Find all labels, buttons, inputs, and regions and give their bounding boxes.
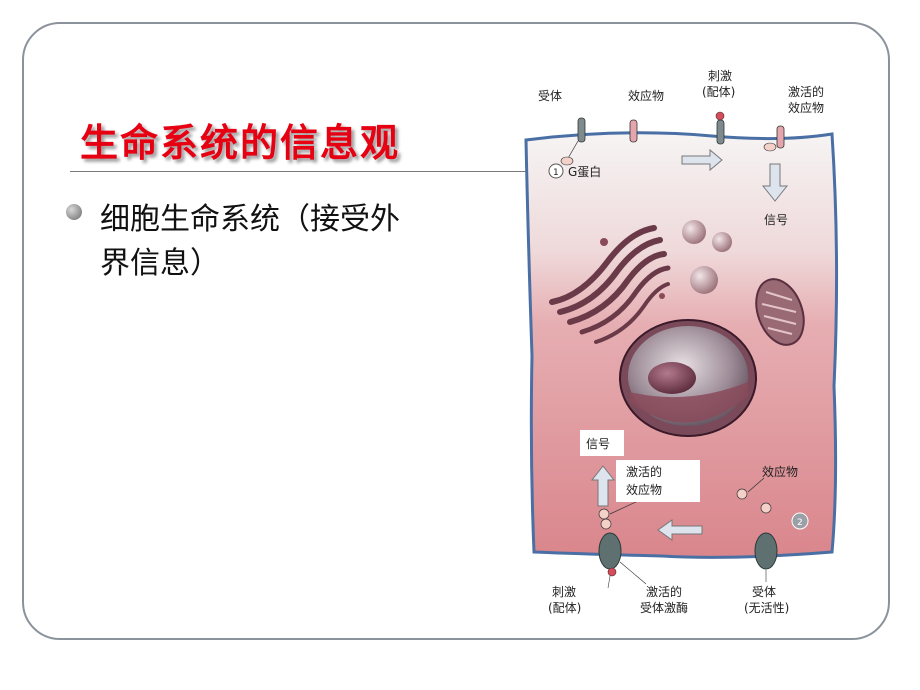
bullet-dot-icon xyxy=(66,204,82,220)
effector-top-shape xyxy=(629,119,638,143)
label-effector-mid: 效应物 xyxy=(762,464,798,479)
step1-number: 1 xyxy=(553,168,559,178)
step1-marker xyxy=(548,163,564,179)
label-g-protein: G蛋白 xyxy=(568,164,601,179)
golgi-apparatus xyxy=(549,225,671,344)
label-activated-effector-mid-1: 激活的 xyxy=(626,464,662,479)
label-signal-bottom: 信号 xyxy=(586,437,610,451)
label-stimulus-bottom-2: (配体) xyxy=(548,601,581,615)
label-signal-top: 信号 xyxy=(764,213,788,227)
diagram-svg: 1 xyxy=(524,69,839,615)
arrow-right-icon xyxy=(681,148,723,172)
label-activated-effector-top-2: 效应物 xyxy=(788,100,824,115)
mitochondrion xyxy=(755,278,805,346)
vesicle xyxy=(712,232,732,252)
receptor-top-shape xyxy=(577,117,586,143)
label-receptor-top: 受体 xyxy=(538,89,562,103)
label-effector-top: 效应物 xyxy=(628,88,664,103)
arrow-down-icon xyxy=(761,163,789,202)
label-stimulus-bottom-1: 刺激 xyxy=(552,585,576,599)
label-stimulus-top-1: 刺激 xyxy=(708,69,732,83)
arrow-up-icon xyxy=(590,465,616,507)
signal-bottom-box xyxy=(580,430,624,456)
slide-title: 生命系统的信息观 xyxy=(80,121,401,165)
bullet-text: 细胞生命系统（接受外界信息） xyxy=(100,202,400,281)
step2-number: 2 xyxy=(797,518,803,528)
label-receptor-inactive-2: (无活性) xyxy=(744,601,789,615)
label-stimulus-top-2: (配体) xyxy=(702,85,735,99)
receptor-enzyme-active-shape xyxy=(598,532,622,570)
ligand-dot xyxy=(715,111,725,121)
cell-signaling-diagram: 1 xyxy=(512,56,852,636)
title-block: 生命系统的信息观 xyxy=(80,112,400,167)
label-activated-effector-mid-2: 效应物 xyxy=(626,482,662,497)
g-protein-shape xyxy=(560,156,574,166)
vesicle xyxy=(682,220,706,244)
receptor-inactive-shape xyxy=(754,532,778,570)
nucleus xyxy=(619,319,757,437)
label-receptor-inactive-1: 受体 xyxy=(752,585,776,599)
activated-effector-shape xyxy=(776,125,785,149)
label-activated-effector-top-1: 激活的 xyxy=(788,84,824,99)
arrow-left-icon xyxy=(657,519,703,541)
step2-marker xyxy=(791,512,809,530)
vesicle xyxy=(690,266,718,294)
title-underline xyxy=(70,171,528,172)
activated-effector-mid-box xyxy=(616,460,700,502)
nucleolus xyxy=(648,362,696,394)
label-activated-receptor-enzyme-1: 激活的 xyxy=(646,584,682,599)
receptor-ligand-shape xyxy=(716,119,725,145)
label-activated-receptor-enzyme-2: 受体激酶 xyxy=(640,600,688,615)
